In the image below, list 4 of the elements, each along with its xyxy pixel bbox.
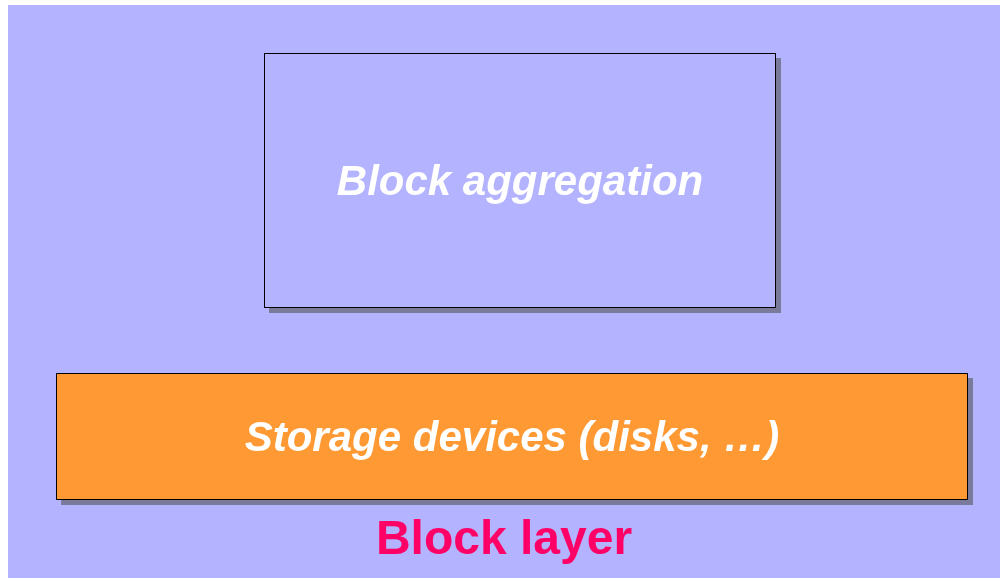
box-label: Block aggregation xyxy=(336,156,704,205)
box-label: Storage devices (disks, …) xyxy=(244,412,780,461)
layer-panel xyxy=(8,5,1000,578)
layer-title: Block layer xyxy=(374,510,634,565)
